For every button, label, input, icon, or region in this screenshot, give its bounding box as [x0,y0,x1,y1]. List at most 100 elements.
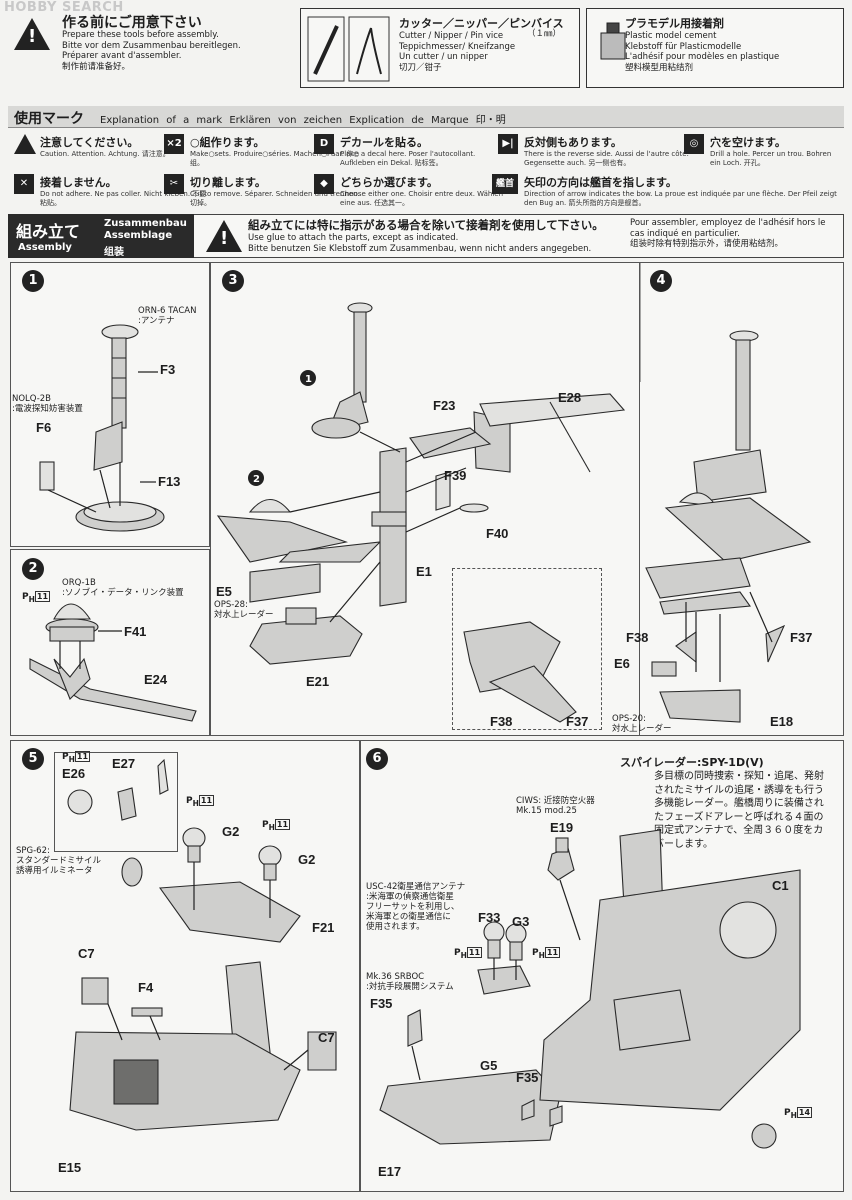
step-1-diagram [39,324,165,532]
part-g2b-label: G2 [298,852,316,867]
watermark: HOBBY SEARCH [4,0,124,15]
tools-size: （１㎜） [527,29,562,39]
tools-box: カッター／ニッパー／ピンバイス （１㎜） Cutter / Nipper / P… [300,8,580,88]
step-2-number: 2 [22,558,44,580]
part-e17-label: E17 [378,1164,402,1179]
part-c7b-label: C7 [318,1030,335,1045]
spg62-label: SPG-62:スタンダードミサイル誘導用イルミネータ [16,846,102,876]
marks-title: 使用マーク [14,111,84,127]
part-c1-label: C1 [772,878,789,893]
tools-lines: Cutter / Nipper / Pin vice Teppichmesser… [399,31,516,73]
step-5-diagram [67,758,337,1131]
step-5-inset [54,752,178,852]
part-f35b-label: F35 [516,1070,539,1085]
part-e26-label: E26 [62,766,86,781]
sub-step-2-marker: 2 [253,474,260,485]
part-f33-label: F33 [478,910,501,925]
part-c7a-label: C7 [78,946,95,961]
srboc-label: Mk.36 SRBOC:対抗手段展開システム [366,972,454,992]
warning-lines: Prepare these tools before assembly. Bit… [62,30,241,72]
part-e15-label: E15 [58,1160,82,1175]
part-f35a-label: F35 [370,996,393,1011]
warning-icon [14,18,50,50]
part-f38-label: F38 [626,630,649,645]
part-f13-label: F13 [158,474,181,489]
step-3-diagram: 1 2 [216,262,641,665]
marks-legend: 注意してください。Caution. Attention. Achtung. 请注… [8,132,844,208]
glue-title: プラモデル用接着剤 [625,17,724,30]
step-1-panel [10,262,210,547]
cutter-nipper-icon [307,16,390,82]
part-e21-label: E21 [306,674,330,689]
nolq2b-label: NOLQ-2B:電波探知妨害装置 [12,394,83,414]
bow-arrow-icon: 艦首 [492,174,518,194]
no-glue-icon: ✕ [14,174,34,194]
part-e24-label: E24 [144,672,168,687]
reverse-side-icon: ▶| [498,134,518,154]
step-4-detail-inset [452,568,602,730]
step-1-number: 1 [22,270,44,292]
orn6-label: ORN-6 TACAN:アンテナ [138,306,197,326]
ops28-label: OPS-28:対水上レーダー [214,600,274,620]
tools-warning-block: 作る前にご用意下さい Prepare these tools before as… [8,8,293,88]
spy-radar-description: 多目標の同時捜索・探知・追尾、発射 されたミサイルの追尾・誘導をも行う 多機能レ… [654,771,824,850]
step-6-diagram [379,829,801,1149]
glue-box: プラモデル用接着剤 Plastic model cement Klebstoff… [586,8,844,88]
cut-icon: ✂ [164,174,184,194]
part-e6-label: E6 [614,656,630,671]
step-4-diagram [463,330,812,723]
assembly-warning-icon [206,220,242,252]
part-e5-label: E5 [216,584,232,599]
sub-step-1-marker: 1 [305,374,312,385]
part-e18-label: E18 [770,714,794,729]
glue-bottle-icon [600,22,626,60]
part-f3-label: F3 [160,362,176,377]
part-e1-label: E1 [416,564,432,579]
assembly-label: 組み立て Assembly Zusammenbau Assemblage 组装 [8,214,194,258]
ops20-label: OPS-20:対水上レーダー [612,714,672,734]
spy-radar-title: スパイレーダー:SPY-1D(V) [620,756,764,769]
part-g2a-label: G2 [222,824,240,839]
part-e28-label: E28 [558,390,582,405]
marks-subtitle: Explanation of a mark Erklären von zeich… [100,115,506,126]
caution-icon [14,134,36,154]
step-5-number: 5 [22,748,44,770]
orq1b-label: ORQ-1B:ソノブイ・データ・リンク装置 [62,578,184,598]
times-two-icon: ×2 [164,134,184,154]
assembly-note: 組み立てには特に指示がある場合を除いて接着剤を使用して下さい。 Use glue… [248,218,604,254]
marks-header: 使用マーク Explanation of a mark Erklären von… [8,106,844,128]
part-f6-label: F6 [36,420,52,435]
decal-icon: D [314,134,334,154]
part-e19-label: E19 [550,820,574,835]
assembly-note-fr: Pour assembler, employez de l'adhésif ho… [630,218,826,249]
part-f38-inset-label: F38 [490,714,513,729]
step-6-number: 6 [366,748,388,770]
drill-icon: ◎ [684,134,704,154]
tools-title: カッター／ニッパー／ピンバイス [399,17,564,30]
step-4-number: 4 [650,270,672,292]
part-f40-label: F40 [486,526,509,541]
part-f41-label: F41 [124,624,147,639]
part-f23-label: F23 [433,398,456,413]
part-g3-label: G3 [512,914,530,929]
part-e27-label: E27 [112,756,136,771]
step-2-diagram [29,603,197,722]
part-f21-label: F21 [312,920,335,935]
part-g5-label: G5 [480,1058,498,1073]
glue-lines: Plastic model cement Klebstoff für Plast… [625,31,780,73]
step-3-number: 3 [222,270,244,292]
part-f39-label: F39 [444,468,467,483]
choose-icon: ◆ [314,174,334,194]
part-f37-inset-label: F37 [566,714,589,729]
part-f37-label: F37 [790,630,813,645]
usc42-label: USC-42衛星通信アンテナ :米海軍の偵察通信衛星 フリーサットを利用し、 米… [366,882,466,932]
part-f4-label: F4 [138,980,154,995]
